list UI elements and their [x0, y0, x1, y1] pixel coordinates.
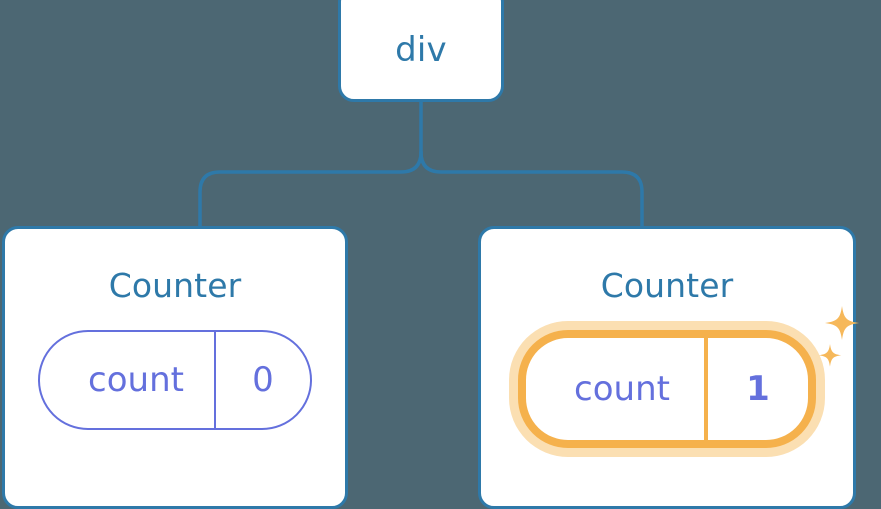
sparkle-large-icon: [825, 306, 859, 340]
state-value-left: 0: [214, 332, 310, 428]
node-div-label: div: [395, 30, 447, 70]
state-key-left: count: [88, 360, 184, 400]
diagram-canvas: div Counter count 0 Counter count 1: [2, 0, 859, 509]
state-pill-right[interactable]: count 1: [518, 306, 859, 448]
node-counter-right-title: Counter: [600, 266, 734, 305]
edge-root-to-counter-right: [419, 150, 644, 230]
sparkle-small-icon: [818, 344, 842, 367]
node-counter-left[interactable]: Counter count 0: [2, 226, 348, 509]
node-div[interactable]: div: [338, 0, 504, 102]
state-pill-left-body: count 0: [38, 330, 312, 430]
node-counter-left-title: Counter: [108, 266, 242, 305]
sparkle-group: [812, 304, 868, 380]
node-counter-right[interactable]: Counter count 1: [478, 226, 859, 509]
state-value-right: 1: [704, 338, 808, 440]
edge-root-to-counter-left: [198, 150, 423, 230]
state-pill-right-body: count 1: [518, 330, 816, 448]
state-pill-left[interactable]: count 0: [38, 330, 312, 430]
state-key-right: count: [574, 369, 670, 409]
